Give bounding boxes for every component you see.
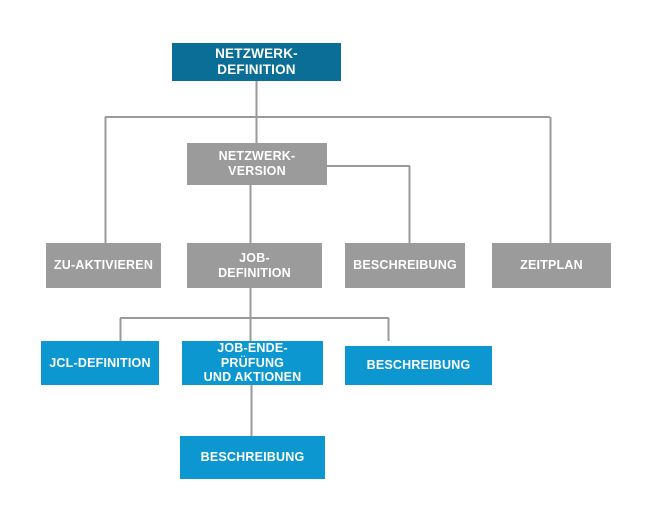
node-job-definition[interactable]: JOB- DEFINITION (187, 243, 322, 288)
node-beschreibung-job[interactable]: BESCHREIBUNG (345, 346, 492, 385)
node-beschreibung-version[interactable]: BESCHREIBUNG (345, 243, 465, 288)
node-netzwerk-version[interactable]: NETZWERK- VERSION (187, 143, 327, 185)
node-zu-aktivieren[interactable]: ZU-AKTIVIEREN (46, 243, 161, 288)
node-jcl-definition[interactable]: JCL-DEFINITION (41, 341, 159, 385)
node-beschreibung-jobende[interactable]: BESCHREIBUNG (180, 436, 325, 479)
node-job-ende-pruefung[interactable]: JOB-ENDE-PRÜFUNG UND AKTIONEN (182, 341, 323, 385)
node-netzwerk-definition[interactable]: NETZWERK-DEFINITION (172, 43, 341, 81)
node-zeitplan[interactable]: ZEITPLAN (492, 243, 611, 288)
